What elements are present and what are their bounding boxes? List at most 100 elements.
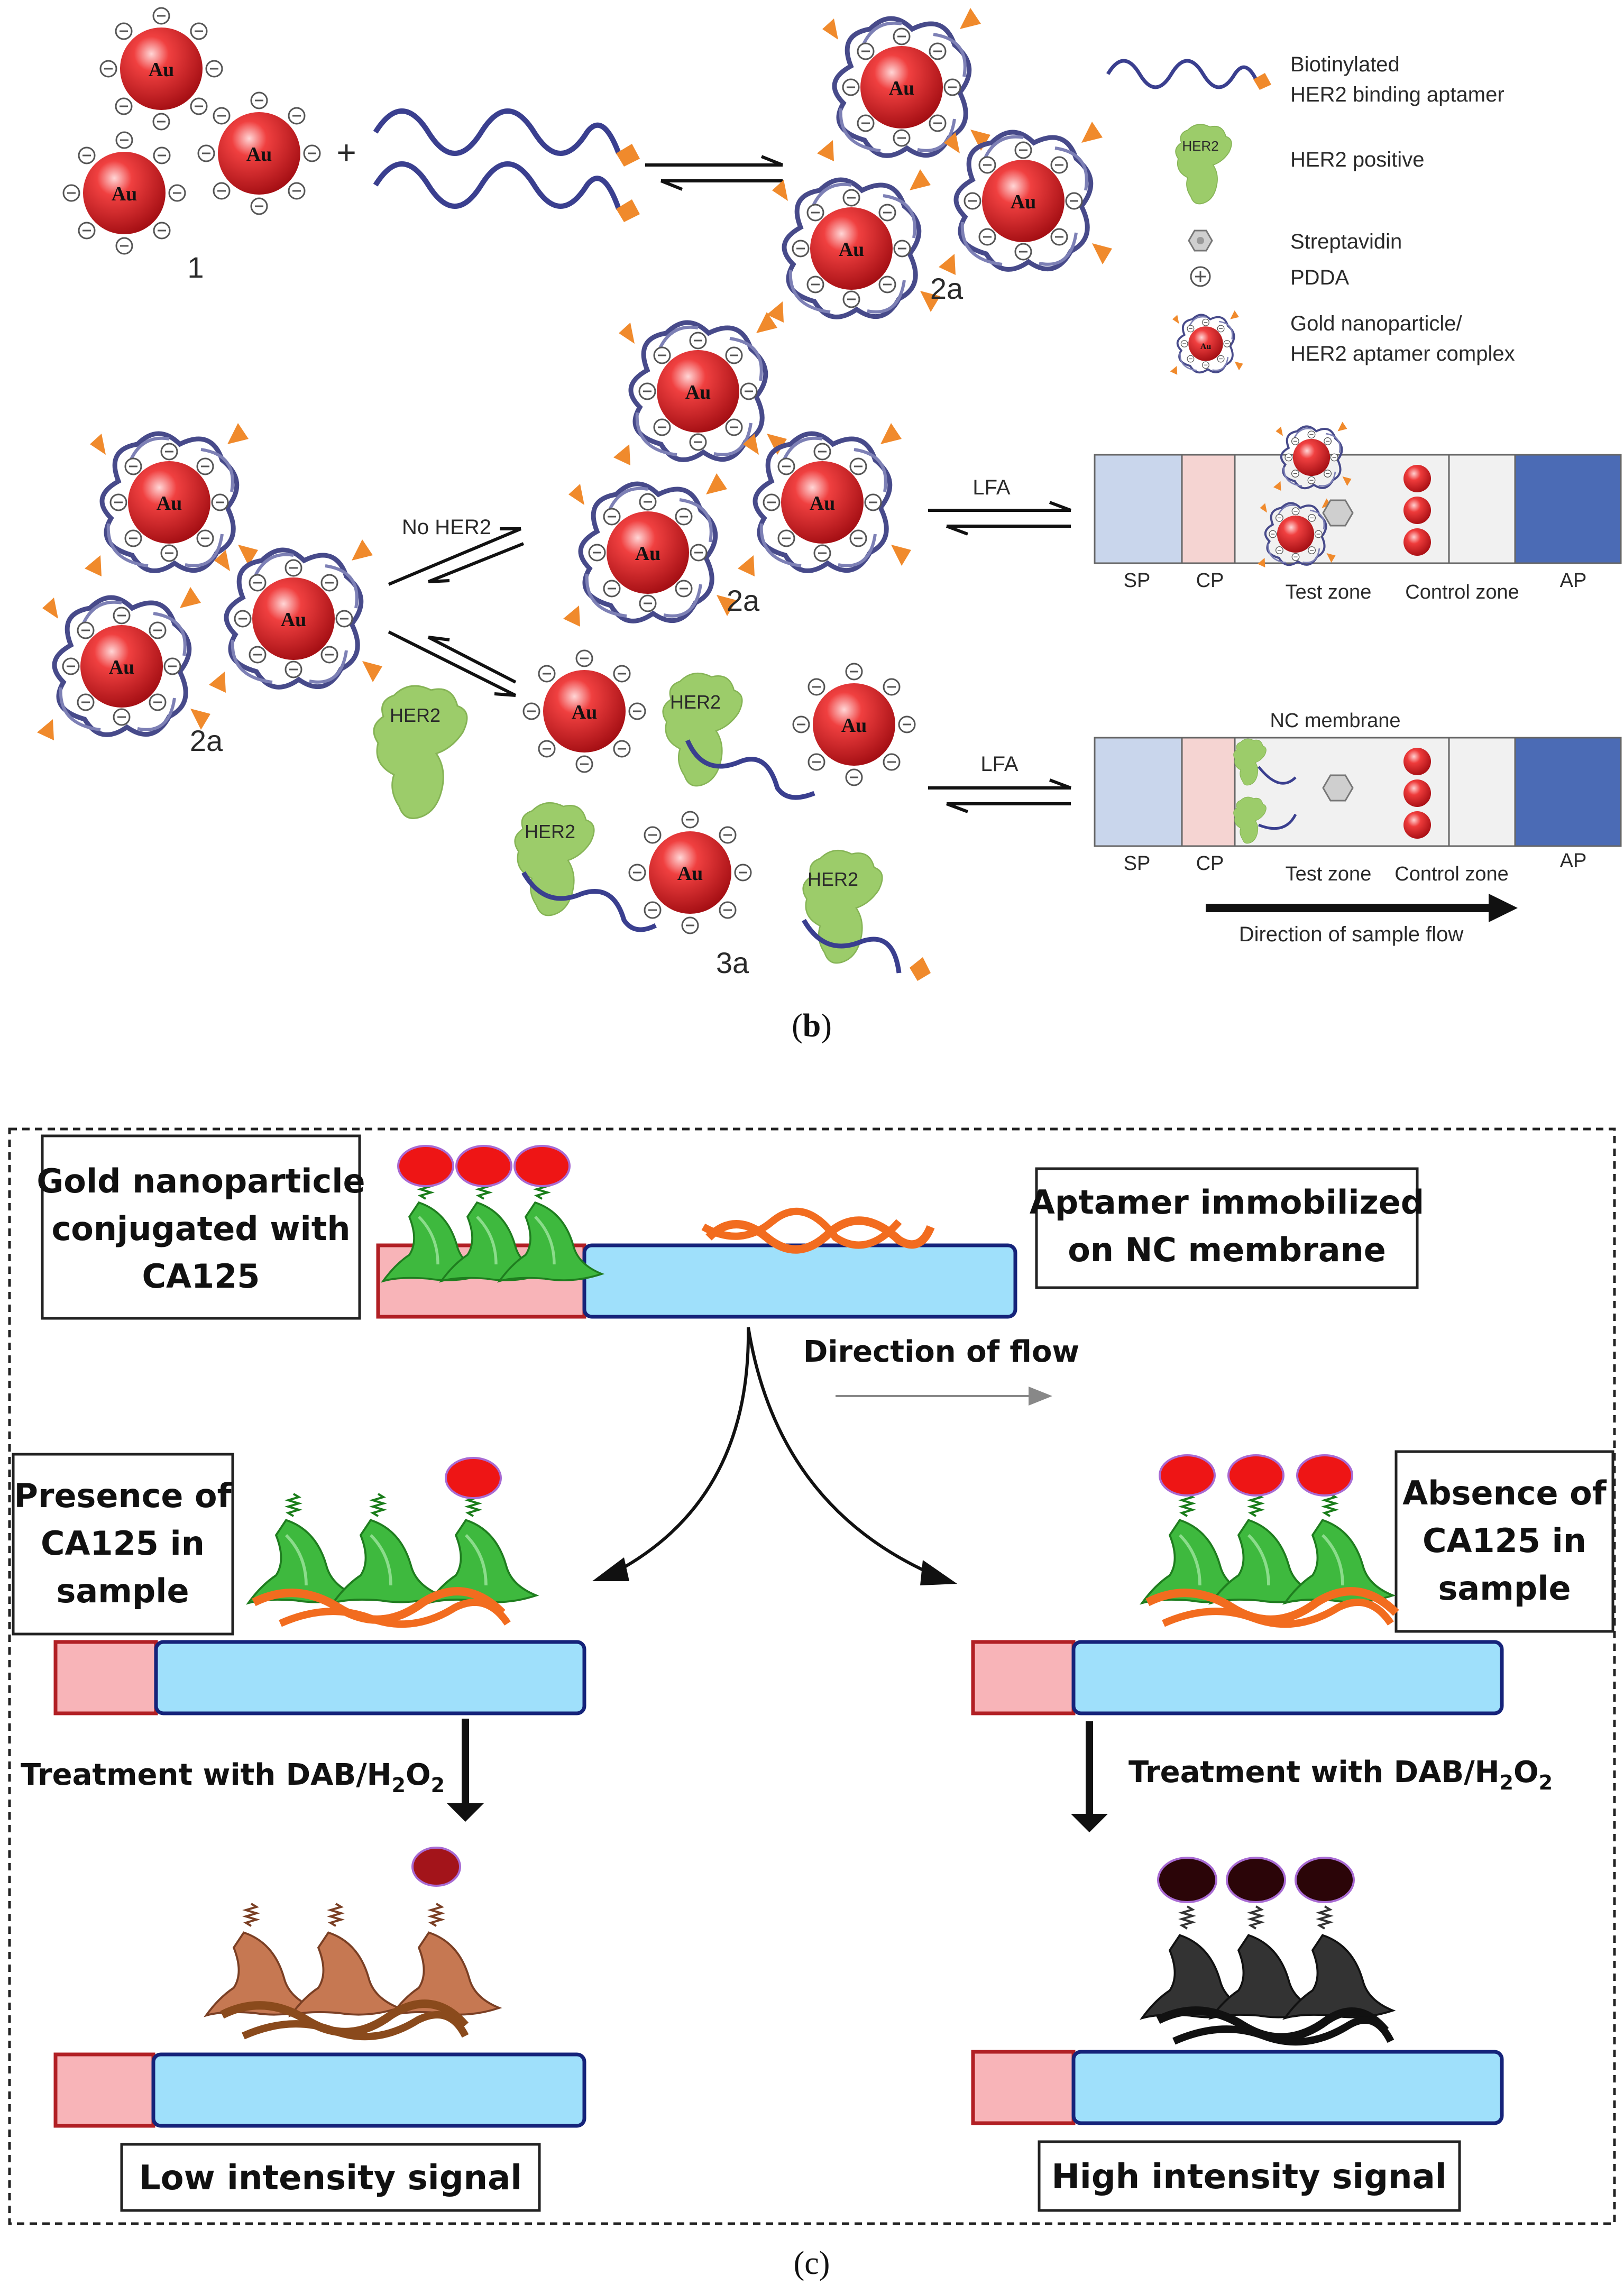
presence-line2: CA125 in	[41, 1524, 205, 1563]
her2-complexes-3a: Au Au Au HER2 HER2 HER2	[514, 650, 931, 981]
treatment-label-left: Treatment with DAB/H2O2	[21, 1758, 445, 1797]
legend: Biotinylated HER2 binding aptamer HER2 H…	[1106, 53, 1515, 375]
au-label: Au	[109, 656, 135, 678]
au-label: Au	[685, 381, 711, 403]
sample-flow-arrow	[1206, 894, 1518, 922]
absence-line1: Absence of	[1402, 1474, 1607, 1512]
au-label: Au	[157, 492, 182, 515]
au-label: Au	[112, 183, 137, 205]
strip-control-zone-label: Control zone	[1405, 581, 1519, 603]
treatment-arrow-right	[1071, 1721, 1108, 1832]
nc-membrane-label: NC membrane	[1270, 710, 1400, 732]
panel-c: Gold nanoparticle conjugated with CA125 …	[8, 1127, 1616, 2281]
branch-arrow-her2	[388, 630, 517, 697]
lfa-arrow-bottom	[928, 778, 1072, 813]
lfa-label-top: LFA	[972, 476, 1010, 499]
her2-label: HER2	[670, 691, 721, 713]
presence-box	[12, 1453, 234, 1636]
gold-conjugated-line1: Gold nanoparticle	[36, 1162, 365, 1200]
absence-line3: sample	[1438, 1569, 1571, 1608]
low-signal-box	[120, 2143, 541, 2212]
presence-line3: sample	[56, 1572, 189, 1610]
pdda-icon	[1190, 266, 1211, 287]
top-strip	[376, 1145, 1017, 1319]
lfa-strip-top	[1094, 422, 1622, 568]
her2-label: HER2	[525, 821, 575, 842]
low-intensity-signal-label: Low intensity signal	[139, 2159, 522, 2198]
gold-aptamer-complexes-2a-top: Au Au Au	[767, 8, 1112, 323]
strip-cp-label: CP	[1196, 570, 1224, 592]
low-signal-strip	[53, 1847, 586, 2128]
gold-nanoparticles-bare: Au Au Au	[63, 8, 320, 254]
strip-sp-label: SP	[1124, 570, 1151, 592]
high-intensity-signal-label: High intensity signal	[1051, 2158, 1446, 2197]
direction-of-flow-label: Direction of flow	[803, 1335, 1079, 1369]
strip-sp-label: SP	[1124, 852, 1151, 875]
strip-ap-label: AP	[1560, 570, 1587, 592]
legend-her2-tag: HER2	[1182, 138, 1218, 154]
au-label: Au	[246, 143, 272, 166]
absence-box	[1394, 1450, 1614, 1633]
step-label-2a-result: 2a	[727, 584, 760, 617]
branching-arrows	[592, 1327, 957, 1585]
gold-aptamer-complexes-2a-result: Au Au Au	[563, 312, 911, 627]
au-label: Au	[1011, 191, 1036, 213]
strip-test-zone-label: Test zone	[1286, 863, 1372, 885]
step-label-3a: 3a	[716, 946, 749, 979]
step-label-2a: 2a	[930, 272, 964, 305]
presence-line1: Presence of	[14, 1476, 232, 1515]
legend-gold-complex-line1: Gold nanoparticle/	[1290, 312, 1463, 335]
absence-line2: CA125 in	[1423, 1521, 1586, 1560]
streptavidin-icon	[1188, 230, 1213, 252]
au-label: Au	[572, 701, 598, 723]
gold-conjugated-line2: conjugated with	[51, 1209, 350, 1248]
panel-b-caption: (b)	[792, 1008, 832, 1044]
legend-aptamer-line2: HER2 binding aptamer	[1290, 83, 1504, 106]
legend-gold-complex-line2: HER2 aptamer complex	[1290, 342, 1515, 365]
gold-conjugated-box	[41, 1134, 361, 1320]
step-label-2a-left: 2a	[190, 724, 223, 757]
aptamer-immobilized-line1: Aptamer immobilized	[1030, 1183, 1424, 1222]
legend-pdda: PDDA	[1290, 266, 1349, 289]
lfa-arrow-top	[928, 501, 1072, 536]
treatment-label-right: Treatment with DAB/H2O2	[1128, 1755, 1553, 1794]
branch-arrow-no-her2	[388, 527, 525, 586]
strip-control-zone-label: Control zone	[1394, 863, 1508, 885]
high-signal-strip	[971, 1857, 1504, 2125]
equilibrium-arrow	[645, 155, 784, 191]
her2-label: HER2	[390, 704, 441, 726]
panel-c-caption: (c)	[794, 2245, 830, 2281]
legend-her2-positive: HER2 positive	[1290, 148, 1424, 171]
lfa-strip-bottom	[1094, 737, 1622, 847]
high-signal-box	[1038, 2140, 1461, 2212]
au-label: Au	[677, 862, 703, 885]
lfa-label-bottom: LFA	[980, 753, 1018, 776]
panel-c-frame	[8, 1127, 1616, 2225]
strip-test-zone-label: Test zone	[1286, 581, 1372, 603]
legend-aptamer-line1: Biotinylated	[1290, 53, 1400, 76]
au-label: Au	[635, 543, 661, 565]
biotinylated-aptamers	[373, 108, 640, 222]
au-label: Au	[841, 714, 867, 737]
her2-label: HER2	[808, 868, 858, 890]
plus-sign: +	[336, 133, 356, 171]
strip-ap-label: AP	[1560, 850, 1587, 872]
aptamer-immobilized-box	[1035, 1167, 1419, 1289]
treatment-arrow-left	[447, 1719, 484, 1822]
step-label-1: 1	[187, 251, 204, 284]
legend-streptavidin: Streptavidin	[1290, 230, 1402, 253]
panel-b: Au Au Au 1 + Au Au Au 2a	[37, 8, 1622, 1044]
au-label: Au	[889, 77, 915, 99]
au-label: Au	[149, 59, 175, 81]
aptamer-immobilized-line2: on NC membrane	[1068, 1231, 1386, 1269]
gold-conjugated-line3: CA125	[142, 1257, 260, 1296]
absence-strip	[971, 1454, 1504, 1715]
strip-cp-label: CP	[1196, 852, 1224, 875]
no-her2-label: No HER2	[402, 516, 491, 539]
gold-aptamer-complexes-2a-left: Au Au Au	[37, 423, 382, 740]
au-label: Au	[810, 492, 836, 515]
direction-of-sample-flow-label: Direction of sample flow	[1239, 923, 1464, 946]
au-label: Au	[1200, 342, 1212, 351]
au-label: Au	[839, 238, 865, 261]
